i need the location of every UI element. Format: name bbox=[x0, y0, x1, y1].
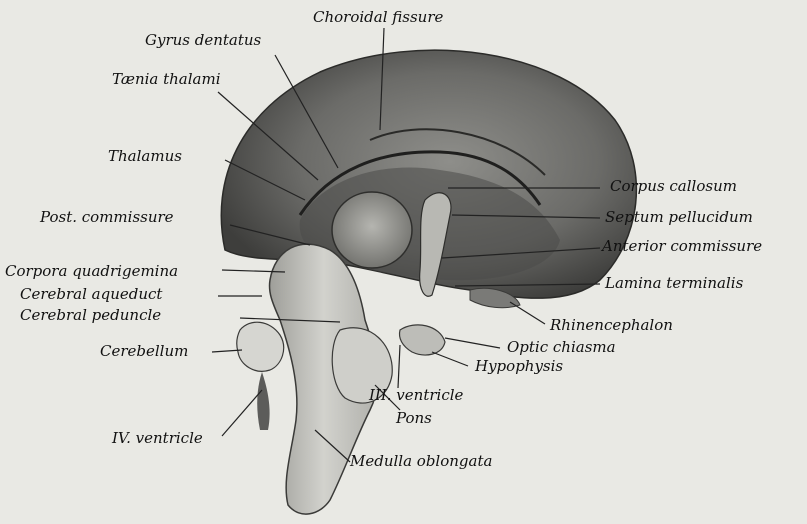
label-post-commissure: Post. commissure bbox=[40, 210, 174, 225]
label-choroidal-fissure: Choroidal fissure bbox=[313, 10, 443, 25]
label-iii-ventricle: III. ventricle bbox=[369, 388, 463, 403]
leader-rhinencephalon bbox=[510, 302, 545, 324]
label-medulla-oblongata: Medulla oblongata bbox=[350, 454, 492, 469]
leader-iii-ventricle bbox=[398, 345, 400, 388]
label-optic-chiasma: Optic chiasma bbox=[507, 340, 616, 355]
iv-ventricle-strip bbox=[257, 372, 269, 430]
label-iv-ventricle: IV. ventricle bbox=[112, 431, 203, 446]
leader-hypophysis bbox=[432, 352, 468, 366]
label-corpus-callosum: Corpus callosum bbox=[610, 179, 737, 194]
label-gyrus-dentatus: Gyrus dentatus bbox=[145, 33, 261, 48]
label-cerebellum: Cerebellum bbox=[100, 344, 188, 359]
label-anterior-commissure: Anterior commissure bbox=[602, 239, 762, 254]
cerebellum-body bbox=[237, 322, 284, 371]
leader-optic-chiasma bbox=[445, 338, 500, 348]
chiasma-body bbox=[400, 325, 446, 355]
label-cerebral-peduncle: Cerebral peduncle bbox=[20, 308, 161, 323]
leader-iv-ventricle bbox=[222, 390, 262, 436]
label-rhinencephalon: Rhinencephalon bbox=[550, 318, 673, 333]
label-cerebral-aqueduct: Cerebral aqueduct bbox=[20, 287, 162, 302]
label-pons: Pons bbox=[396, 411, 432, 426]
label-taenia-thalami: Tænia thalami bbox=[112, 72, 221, 87]
label-corpora-quadrigemina: Corpora quadrigemina bbox=[5, 264, 178, 279]
thalamus-body bbox=[332, 192, 412, 268]
label-septum-pellucidum: Septum pellucidum bbox=[605, 210, 753, 225]
label-lamina-terminalis: Lamina terminalis bbox=[605, 276, 743, 291]
label-thalamus: Thalamus bbox=[108, 149, 182, 164]
label-hypophysis: Hypophysis bbox=[475, 359, 563, 374]
